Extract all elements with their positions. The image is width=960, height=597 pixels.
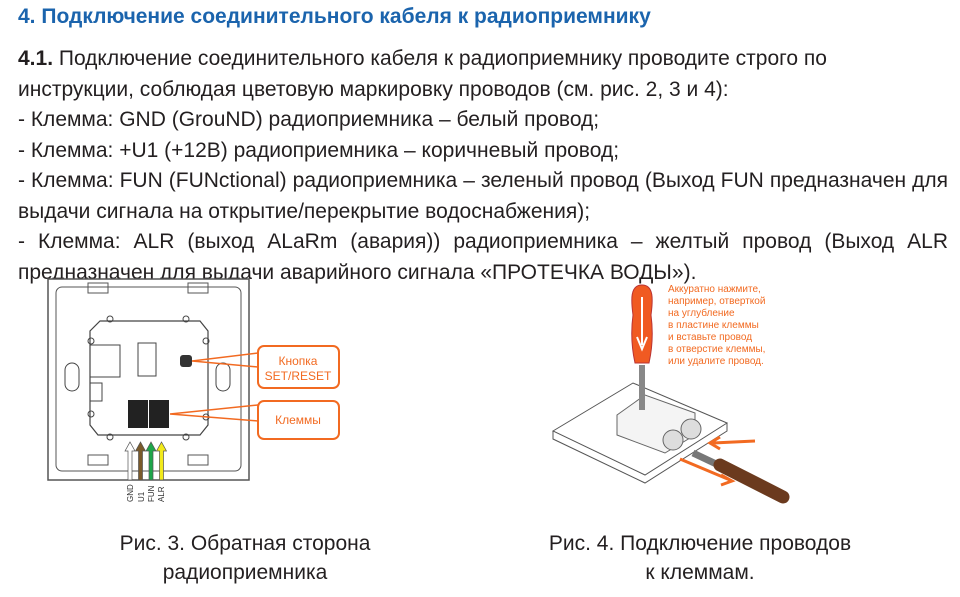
- wire-label-u1: U1: [137, 491, 146, 502]
- para-number: 4.1.: [18, 47, 54, 70]
- wire-label-fun: FUN: [147, 485, 156, 502]
- note-line: например, отверткой: [668, 296, 765, 307]
- caption-line: радиоприемника: [162, 561, 328, 584]
- wire-label-gnd: GND: [126, 484, 135, 502]
- note-line: или удалите провод.: [668, 356, 764, 367]
- callout-button-label: Кнопка: [279, 354, 318, 368]
- callout-button-label: SET/RESET: [265, 369, 332, 383]
- note-line: Аккуратно нажмите,: [668, 284, 761, 295]
- note-line: и вставьте провод: [668, 332, 752, 343]
- wire-arrow-fun: [145, 441, 157, 481]
- note-line: в пластине клеммы: [668, 320, 759, 331]
- list-item: - Клемма: ALR (выход ALaRm (авария)) рад…: [18, 230, 948, 284]
- caption-line: Рис. 4. Подключение проводов: [548, 532, 852, 555]
- list-item: - Клемма: FUN (FUNctional) радиоприемник…: [18, 169, 948, 223]
- wire-label-alr: ALR: [157, 486, 166, 502]
- figure-3-receiver-back: Кнопка SET/RESET Клеммы GND U1 FUN ALR: [47, 278, 340, 502]
- figure-3-caption: Рис. 3. Обратная сторона радиоприемника: [80, 529, 410, 587]
- note-line: в отверстие клеммы,: [668, 344, 765, 355]
- paragraph: 4.1. Подключение соединительного кабеля …: [18, 44, 948, 288]
- section-heading: 4. Подключение соединительного кабеля к …: [18, 5, 651, 28]
- figure-4-caption: Рис. 4. Подключение проводов к клеммам.: [515, 529, 885, 587]
- wire-arrow-alr: [155, 441, 168, 481]
- list-item: - Клемма: GND (GrouND) радиоприемника – …: [18, 108, 600, 131]
- para-intro: Подключение соединительного кабеля к рад…: [18, 47, 827, 101]
- callout-terminals-label: Клеммы: [275, 413, 321, 427]
- list-item: - Клемма: +U1 (+12В) радиоприемника – ко…: [18, 138, 620, 162]
- caption-line: Рис. 3. Обратная сторона: [119, 532, 371, 555]
- wire-arrow-u1: [134, 441, 147, 481]
- figure-4-terminal-connection: Аккуратно нажмите, например, отверткой н…: [551, 284, 790, 504]
- note-line: на углубление: [668, 307, 735, 319]
- caption-line: к клеммам.: [645, 561, 755, 584]
- wire-arrow-gnd: [124, 441, 136, 481]
